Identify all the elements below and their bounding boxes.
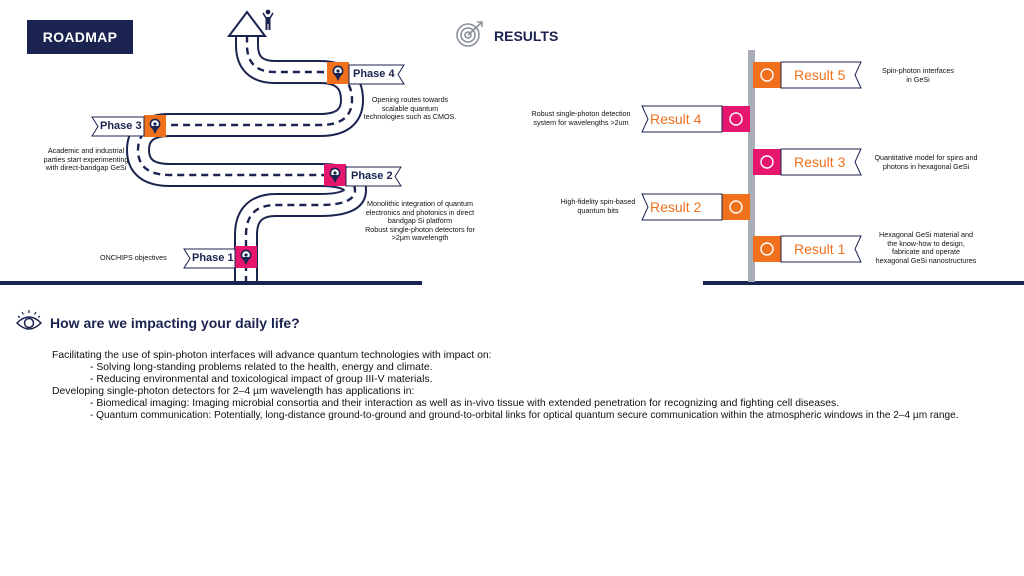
person-celebrating-icon [261,9,275,36]
roadmap-badge: ROADMAP [27,20,133,54]
phase-2-marker [324,164,346,186]
impact-line-4: Developing single-photon detectors for 2… [52,386,415,397]
phase-4-tag [348,64,405,85]
phase-1-tag [183,248,236,269]
phase-2-label: Phase 2 [351,170,393,182]
phase-1-label: Phase 1 [192,252,234,264]
impact-line-1: Facilitating the use of spin-photon inte… [52,350,492,361]
impact-line-6: - Quantum communication: Potentially, lo… [90,410,959,421]
phase-3-tag [91,116,145,137]
impact-line-5: - Biomedical imaging: Imaging microbial … [90,398,840,409]
phase-4-label: Phase 4 [353,68,395,80]
impact-line-3: - Reducing environmental and toxicologic… [90,374,433,385]
result-1-label: Result 1 [794,241,846,257]
result-3-label: Result 3 [794,154,846,170]
result-2-label: Result 2 [650,199,702,215]
roadmap-baseline [0,281,422,285]
phase-4-marker [327,62,349,84]
phase-1-note: ONCHIPS objectives [100,253,167,262]
results-title: RESULTS [494,28,559,44]
phase-markers [91,62,405,269]
target-icon [455,19,485,54]
roadmap-title: ROADMAP [42,29,118,45]
results-pole [641,50,862,282]
result-5-label: Result 5 [794,67,846,83]
phase-2-tag [345,166,402,187]
impact-heading: How are we impacting your daily life? [50,315,300,331]
result-4-label: Result 4 [650,111,702,127]
eye-icon [14,308,44,341]
phase-1-marker [235,246,257,268]
results-baseline [703,281,1024,285]
phase-3-marker [144,115,166,137]
road-arrow-head [227,10,267,37]
phase-3-label: Phase 3 [100,120,142,132]
impact-line-2: - Solving long-standing problems related… [90,362,433,373]
